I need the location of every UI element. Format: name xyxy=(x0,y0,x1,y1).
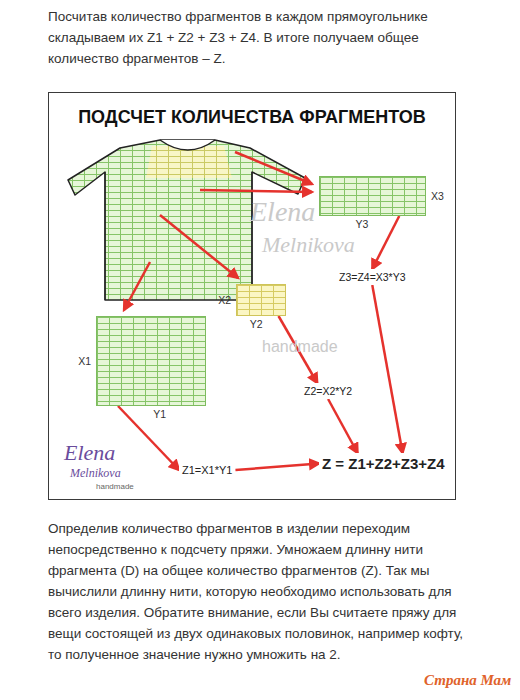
watermark: Elena xyxy=(250,196,315,228)
formula-text: Z1=X1*Y1 xyxy=(179,462,235,478)
formula-label: Z1=X1*Y1 xyxy=(182,464,232,476)
flow-arrow xyxy=(118,406,179,470)
watermark: handmade xyxy=(262,338,338,356)
columns-label: Y1 xyxy=(153,408,166,420)
formula-text: Z2=X2*Y2 xyxy=(301,383,355,399)
formula-label: Z = Z1+Z2+Z3+Z4 xyxy=(322,455,445,472)
fragment-grid: X1Y1 xyxy=(96,316,206,406)
columns-label: Y2 xyxy=(250,318,263,330)
formula-text: Z3=Z4=X3*Y3 xyxy=(336,269,409,285)
formula-label: Z3=Z4=X3*Y3 xyxy=(339,271,406,283)
body-paragraph: Посчитав количество фрагментов в каждом … xyxy=(48,6,472,69)
total-formula: Z = Z1+Z2+Z3+Z4 xyxy=(319,453,448,474)
logo-text: handmade xyxy=(96,482,134,491)
flow-arrow xyxy=(235,464,319,471)
flow-arrow xyxy=(372,285,402,453)
rows-label: X3 xyxy=(431,190,444,202)
flow-arrow xyxy=(328,399,357,453)
logo-text: Melnikova xyxy=(70,467,121,481)
body-paragraph: Определив количество фрагментов в издели… xyxy=(48,518,472,665)
rows-label: X1 xyxy=(78,355,91,367)
fragment-grid: X3Y3 xyxy=(319,176,426,216)
columns-label: Y3 xyxy=(356,218,369,230)
formula-label: Z2=X2*Y2 xyxy=(304,385,352,397)
flow-arrow xyxy=(372,216,399,269)
diagram-frame: ПОДСЧЕТ КОЛИЧЕСТВА ФРАГМЕНТОВX3Y3Z3=Z4=X… xyxy=(48,92,456,500)
watermark: Melnikova xyxy=(262,232,355,257)
diagram-title: ПОДСЧЕТ КОЛИЧЕСТВА ФРАГМЕНТОВ xyxy=(49,107,455,128)
fragment-grid: X2Y2 xyxy=(236,284,286,316)
logo-text: Elena xyxy=(64,440,115,465)
rows-label: X2 xyxy=(218,294,231,306)
site-watermark: Страна Мам xyxy=(424,672,511,689)
